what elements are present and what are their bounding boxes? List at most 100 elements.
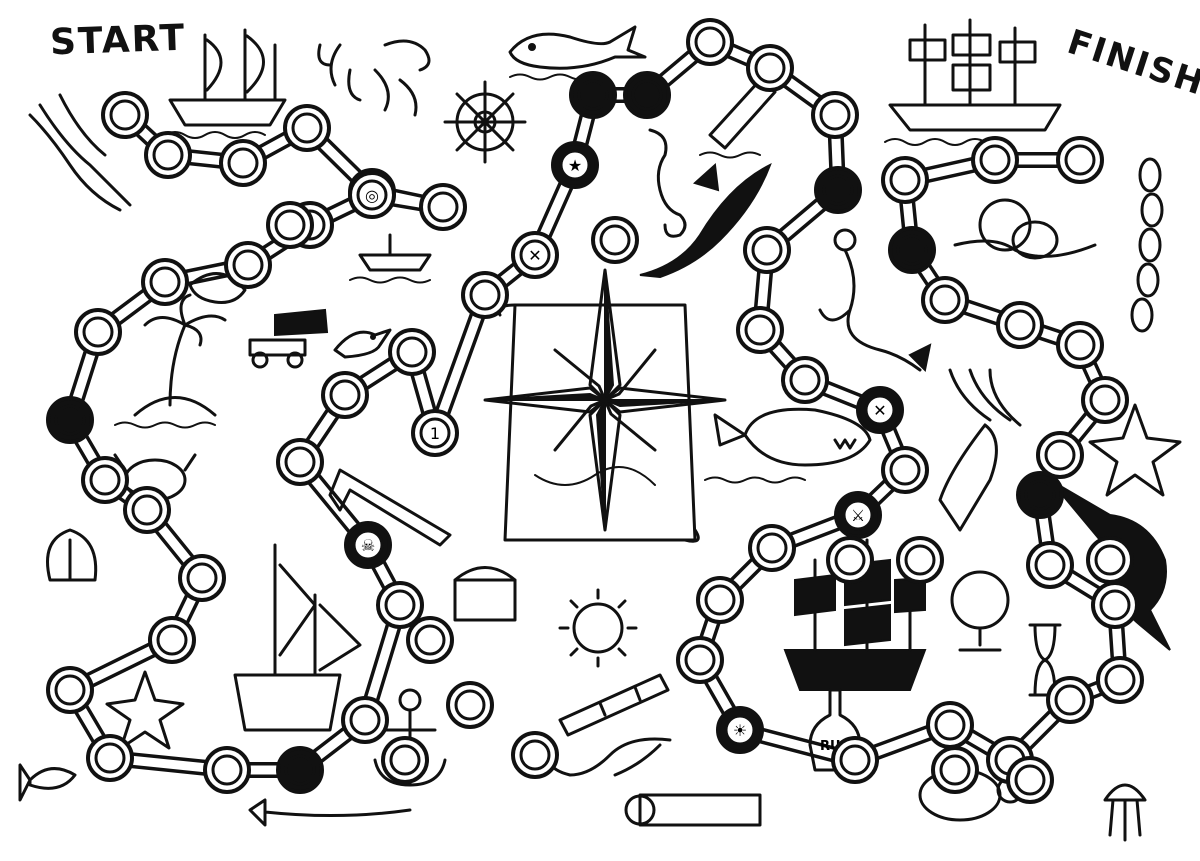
board-space[interactable] bbox=[219, 139, 267, 187]
board-space[interactable] bbox=[896, 536, 944, 584]
space-center bbox=[751, 234, 783, 266]
board-space[interactable] bbox=[676, 636, 724, 684]
shrimp-icon bbox=[548, 737, 672, 777]
board-space[interactable] bbox=[178, 554, 226, 602]
board-space[interactable] bbox=[831, 736, 879, 784]
black-space[interactable] bbox=[569, 71, 617, 119]
board-space[interactable] bbox=[1056, 136, 1104, 184]
board-space[interactable] bbox=[1036, 431, 1084, 479]
board-space[interactable] bbox=[283, 104, 331, 152]
swords-space[interactable]: ⚔ bbox=[834, 491, 882, 539]
board-space[interactable] bbox=[266, 201, 314, 249]
board-space[interactable] bbox=[1006, 756, 1054, 804]
board-space[interactable] bbox=[736, 306, 784, 354]
black-space[interactable] bbox=[46, 396, 94, 444]
board-space[interactable] bbox=[511, 731, 559, 779]
board-space[interactable] bbox=[1081, 376, 1129, 424]
space-center bbox=[889, 454, 921, 486]
board-space[interactable] bbox=[376, 581, 424, 629]
space-center bbox=[864, 394, 896, 426]
space-center bbox=[1099, 589, 1131, 621]
star-space[interactable]: ★ bbox=[551, 141, 599, 189]
space-center bbox=[54, 404, 86, 436]
space-center bbox=[1064, 329, 1096, 361]
board-space[interactable] bbox=[1086, 536, 1134, 584]
space-center bbox=[929, 284, 961, 316]
black-space[interactable] bbox=[814, 166, 862, 214]
board-space[interactable] bbox=[746, 44, 794, 92]
board-space[interactable] bbox=[406, 616, 454, 664]
board-space[interactable] bbox=[781, 356, 829, 404]
star-icon: ★ bbox=[568, 156, 582, 175]
board-space[interactable] bbox=[446, 681, 494, 729]
cutlery-space[interactable]: ✕ bbox=[511, 231, 559, 279]
board-space[interactable] bbox=[971, 136, 1019, 184]
space-center bbox=[1024, 479, 1056, 511]
space-center bbox=[1004, 309, 1036, 341]
black-space[interactable] bbox=[1016, 471, 1064, 519]
board-space[interactable] bbox=[74, 308, 122, 356]
board-space[interactable] bbox=[1026, 541, 1074, 589]
space-center bbox=[789, 364, 821, 396]
space-center bbox=[152, 139, 184, 171]
board-space[interactable] bbox=[1046, 676, 1094, 724]
board-space[interactable] bbox=[341, 696, 389, 744]
board-space[interactable] bbox=[811, 91, 859, 139]
board-space[interactable] bbox=[144, 131, 192, 179]
coin-space[interactable]: 1 bbox=[411, 409, 459, 457]
board-space[interactable] bbox=[46, 666, 94, 714]
board-space[interactable] bbox=[148, 616, 196, 664]
board-space[interactable] bbox=[123, 486, 171, 534]
board-space[interactable] bbox=[86, 734, 134, 782]
octopus-icon bbox=[317, 39, 431, 117]
sun-icon: ☀ bbox=[733, 721, 747, 740]
board-space[interactable] bbox=[1096, 656, 1144, 704]
board-space[interactable] bbox=[276, 438, 324, 486]
chain-icon bbox=[1130, 157, 1164, 333]
board-space[interactable] bbox=[591, 216, 639, 264]
space-center bbox=[82, 316, 114, 348]
board-space[interactable] bbox=[141, 258, 189, 306]
board-space[interactable] bbox=[461, 271, 509, 319]
board-space[interactable] bbox=[203, 746, 251, 794]
space-center bbox=[156, 624, 188, 656]
board-space[interactable] bbox=[321, 371, 369, 419]
board-space[interactable] bbox=[748, 524, 796, 572]
space-center bbox=[227, 147, 259, 179]
space-center bbox=[839, 744, 871, 776]
board-space[interactable] bbox=[931, 746, 979, 794]
board-space[interactable] bbox=[419, 183, 467, 231]
whale-icon bbox=[508, 25, 647, 81]
compass-rose-icon bbox=[483, 268, 727, 532]
x-space[interactable]: ✕ bbox=[856, 386, 904, 434]
jellyfish-icon bbox=[1103, 783, 1147, 842]
board-space[interactable] bbox=[381, 736, 429, 784]
space-center bbox=[819, 99, 851, 131]
globe-icon bbox=[950, 570, 1010, 652]
sailing-ship-icon bbox=[164, 28, 287, 139]
board-space[interactable] bbox=[224, 241, 272, 289]
board-space[interactable] bbox=[996, 301, 1044, 349]
board-space[interactable] bbox=[388, 328, 436, 376]
porthole-space[interactable]: ◎ bbox=[348, 171, 396, 219]
board-space[interactable] bbox=[1056, 321, 1104, 369]
skull-space[interactable]: ☠ bbox=[344, 521, 392, 569]
board-space[interactable] bbox=[881, 156, 929, 204]
board-space[interactable] bbox=[881, 446, 929, 494]
black-space[interactable] bbox=[888, 226, 936, 274]
space-center bbox=[979, 144, 1011, 176]
space-center bbox=[469, 279, 501, 311]
black-space[interactable] bbox=[623, 71, 671, 119]
board-space[interactable] bbox=[101, 91, 149, 139]
board-space[interactable] bbox=[921, 276, 969, 324]
black-space[interactable] bbox=[276, 746, 324, 794]
board-space[interactable] bbox=[826, 536, 874, 584]
board-space[interactable] bbox=[926, 701, 974, 749]
sun-space[interactable]: ☀ bbox=[716, 706, 764, 754]
board-space[interactable] bbox=[743, 226, 791, 274]
board-space[interactable] bbox=[1091, 581, 1139, 629]
space-center bbox=[1044, 439, 1076, 471]
board-space[interactable] bbox=[81, 456, 129, 504]
board-space[interactable] bbox=[686, 18, 734, 66]
board-space[interactable] bbox=[696, 576, 744, 624]
